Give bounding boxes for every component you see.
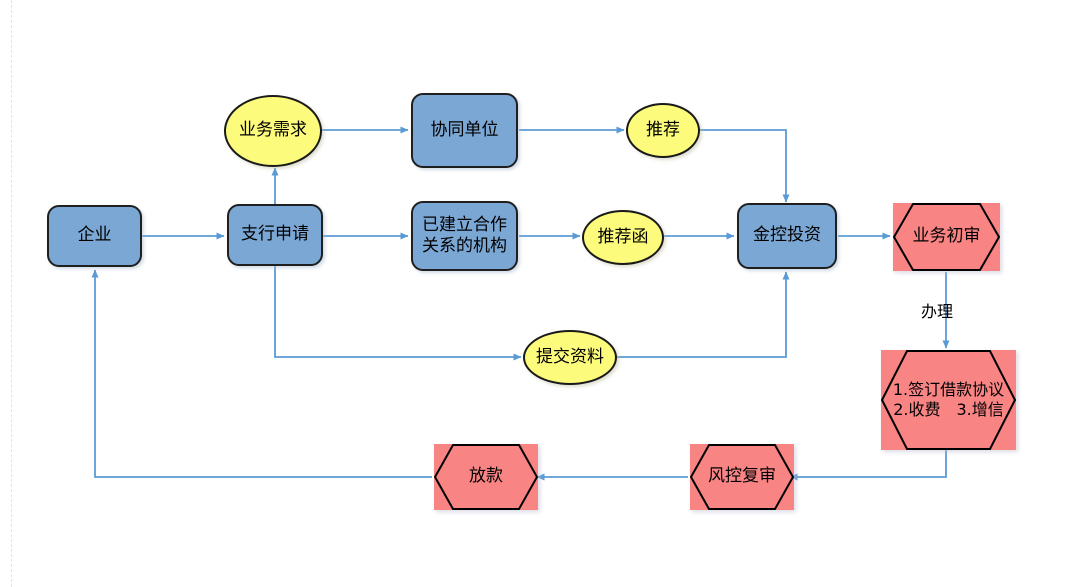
node-business-need[interactable]: 业务需求 [224,95,322,167]
node-branch-application[interactable]: 支行申请 [227,204,323,266]
node-cooperating-unit-label: 协同单位 [430,119,499,140]
edge-recommend-to-jinkong [699,129,790,203]
node-recommend-label: 推荐 [646,119,680,140]
node-recommend[interactable]: 推荐 [626,103,700,158]
node-loan-agreement-label: 1.签订借款协议 2.收费 3.增信 [892,380,1005,419]
node-jinkong-investment[interactable]: 金控投资 [737,203,837,269]
edge-label-handle: 办理 [921,302,954,321]
hexagon-shape [881,350,1016,450]
node-recommendation-letter[interactable]: 推荐函 [582,210,664,265]
node-risk-review-label: 风控复审 [708,466,776,487]
edge-branch-to-submit [274,266,522,361]
node-risk-review[interactable]: 风控复审 [690,444,794,510]
node-partner-institution[interactable]: 已建立合作 关系的机构 [411,201,518,271]
edge-disbursement-to-enterprise [91,269,432,478]
hexagon-shape [893,203,1000,271]
node-jinkong-investment-label: 金控投资 [753,225,821,246]
node-partner-institution-label: 已建立合作 关系的机构 [422,214,507,256]
node-disbursement-label: 放款 [469,466,503,487]
hexagon-shape [434,444,538,510]
node-initial-review-label: 业务初审 [912,226,981,247]
node-submit-materials-label: 提交资料 [536,346,604,367]
node-enterprise[interactable]: 企业 [47,205,142,267]
node-submit-materials[interactable]: 提交资料 [523,330,617,385]
node-loan-agreement[interactable]: 1.签订借款协议 2.收费 3.增信 [881,350,1016,450]
node-disbursement[interactable]: 放款 [434,444,538,510]
edge-agreement-to-risk [789,450,947,481]
node-initial-review[interactable]: 业务初审 [893,203,1000,271]
edge-submit-to-jinkong [617,271,790,358]
page-guide-line [11,0,12,587]
node-recommendation-letter-label: 推荐函 [597,226,649,247]
hexagon-shape [690,444,794,510]
node-enterprise-label: 企业 [77,225,112,246]
node-branch-application-label: 支行申请 [241,224,309,245]
node-business-need-label: 业务需求 [239,120,307,141]
node-cooperating-unit[interactable]: 协同单位 [411,93,518,168]
